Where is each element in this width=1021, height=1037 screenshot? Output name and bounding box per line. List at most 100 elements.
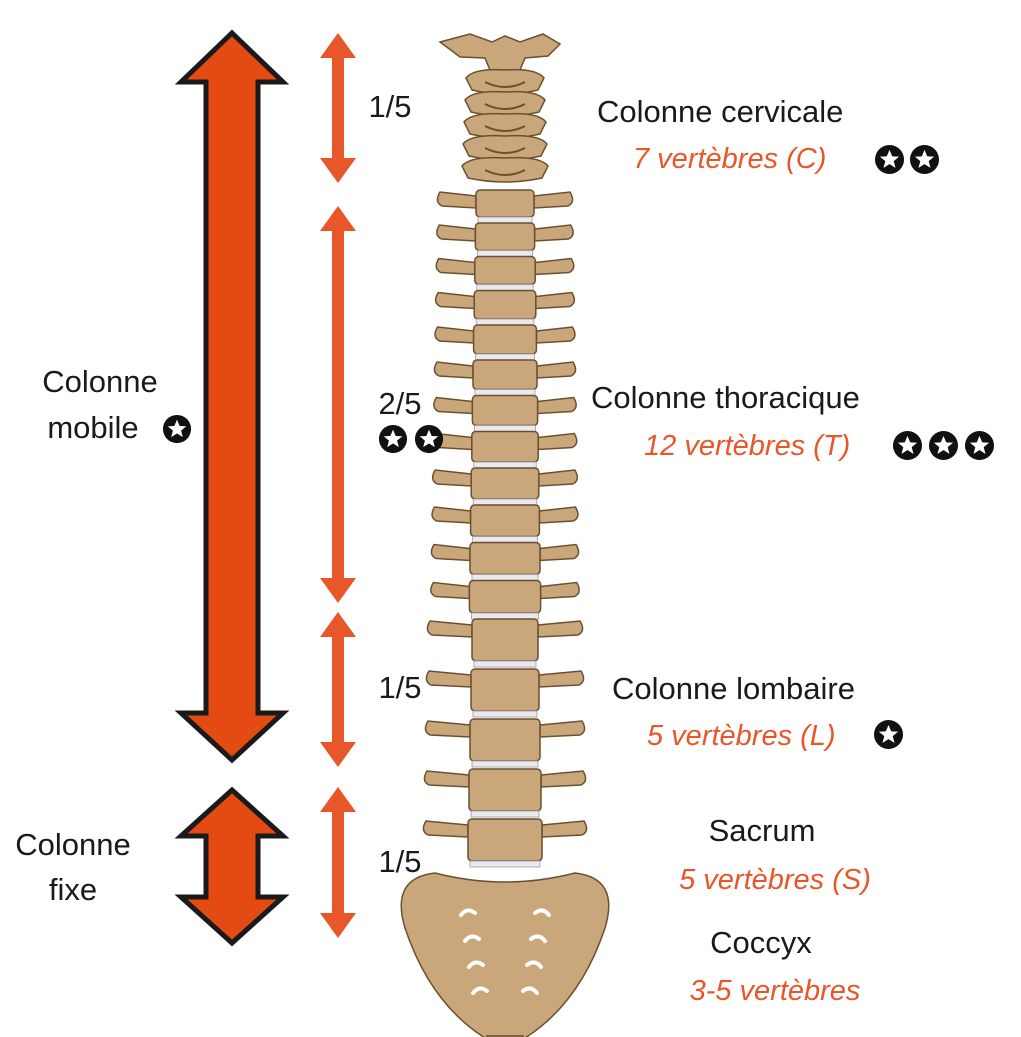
mobile-label-line2: mobile bbox=[47, 410, 138, 445]
thoracic-fraction: 2/5 bbox=[378, 386, 421, 421]
thoracic-transverse-process-right bbox=[538, 469, 579, 487]
thoracic-transverse-process-right bbox=[534, 257, 575, 276]
thoracic-transverse-process-left bbox=[430, 581, 471, 600]
cervical-vertebra bbox=[465, 68, 545, 95]
intervertebral-disc bbox=[473, 660, 537, 668]
lumbar-transverse-process-left bbox=[426, 620, 473, 638]
cervical-proportion-arrow bbox=[320, 33, 356, 183]
cervical-subtitle: 7 vertèbres (C) bbox=[633, 143, 826, 175]
intervertebral-disc bbox=[471, 574, 539, 581]
thoracic-vertebra bbox=[472, 324, 538, 355]
intervertebral-disc bbox=[470, 810, 540, 818]
lumbar-vertebra bbox=[471, 618, 539, 662]
sacrum bbox=[400, 872, 610, 1037]
intervertebral-disc bbox=[477, 216, 533, 224]
proportion-arrows bbox=[320, 33, 356, 938]
intervertebral-disc bbox=[470, 612, 539, 620]
intervertebral-disc bbox=[472, 710, 538, 718]
lumbar-subtitle: 5 vertèbres (L) bbox=[647, 720, 836, 752]
lumbar-transverse-process-right bbox=[541, 820, 588, 838]
mobile-spine-arrow bbox=[174, 29, 290, 764]
lumbar-transverse-process-right bbox=[538, 670, 585, 688]
thoracic-transverse-process-left bbox=[434, 326, 475, 344]
vertebra-edge bbox=[484, 103, 526, 110]
lumbar-transverse-process-right bbox=[540, 770, 587, 788]
sacrum-fraction: 1/5 bbox=[378, 844, 421, 879]
intervertebral-disc bbox=[476, 284, 534, 291]
sacral-foramen bbox=[533, 908, 551, 917]
lumbar-transverse-process-right bbox=[537, 620, 584, 638]
thoracic-vertebra bbox=[470, 467, 540, 500]
fixed-spine-arrow bbox=[174, 786, 290, 947]
cervical-vertebra bbox=[464, 90, 546, 117]
star-circle-icon bbox=[873, 719, 904, 750]
cervical-vertebra bbox=[463, 112, 547, 139]
thoracic-transverse-process-left bbox=[431, 469, 472, 487]
intervertebral-disc bbox=[475, 353, 535, 361]
cervical-title: Colonne cervicale bbox=[597, 94, 843, 129]
thoracic-vertebra bbox=[474, 222, 536, 252]
sacral-foramen bbox=[525, 960, 543, 969]
thoracic-proportion-arrow bbox=[320, 206, 356, 603]
lumbar-transverse-process-left bbox=[424, 720, 471, 738]
sacral-foramen bbox=[459, 908, 477, 917]
star-circle-icon bbox=[162, 414, 192, 444]
lumbar-transverse-process-left bbox=[422, 820, 469, 838]
thoracic-transverse-process-left bbox=[434, 291, 475, 310]
thoracic-title: Colonne thoracique bbox=[591, 380, 860, 415]
atlas-vertebra bbox=[438, 33, 562, 71]
intervertebral-disc bbox=[474, 389, 536, 396]
thoracic-transverse-process-right bbox=[536, 361, 577, 379]
lumbar-fraction: 1/5 bbox=[378, 670, 421, 705]
intervertebral-disc bbox=[472, 498, 538, 506]
mobile-label-line1: Colonne bbox=[42, 364, 157, 399]
vertebra-edge bbox=[484, 125, 526, 132]
lumbar-transverse-process-left bbox=[423, 770, 470, 788]
sacrum-title: Sacrum bbox=[709, 813, 816, 848]
thoracic-vertebra bbox=[473, 289, 537, 320]
lumbar-transverse-process-right bbox=[539, 720, 586, 738]
vertebra-edge bbox=[484, 81, 526, 88]
thoracic-vertebra bbox=[468, 579, 542, 614]
thoracic-vertebra bbox=[475, 189, 535, 218]
intervertebral-disc bbox=[473, 425, 536, 432]
thoracic-vertebra bbox=[471, 394, 539, 427]
thoracic-transverse-process-right bbox=[538, 506, 579, 524]
thoracic-transverse-process-right bbox=[535, 326, 576, 344]
thoracic-transverse-process-left bbox=[431, 506, 472, 524]
thoracic-vertebra bbox=[474, 255, 536, 286]
intervertebral-disc bbox=[473, 461, 537, 469]
sacral-foramen bbox=[529, 934, 547, 943]
intervertebral-disc bbox=[472, 536, 538, 543]
lumbar-vertebra bbox=[468, 768, 542, 812]
intervertebral-disc bbox=[476, 250, 533, 257]
lumbar-vertebra bbox=[469, 718, 541, 762]
lumbar-title: Colonne lombaire bbox=[612, 671, 855, 706]
thoracic-vertebra bbox=[472, 359, 538, 391]
star-circle-icon bbox=[378, 424, 408, 454]
sacral-foramen bbox=[471, 986, 489, 995]
thoracic-vertebra bbox=[471, 430, 539, 463]
star-circle-icon bbox=[874, 144, 905, 175]
thoracic-transverse-process-left bbox=[433, 396, 474, 415]
vertebra-edge bbox=[484, 147, 526, 154]
lumbar-transverse-process-left bbox=[425, 670, 472, 688]
cervical-fraction: 1/5 bbox=[368, 89, 411, 124]
thoracic-transverse-process-right bbox=[535, 291, 576, 310]
vertebra-edge bbox=[484, 169, 526, 176]
star-circle-icon bbox=[928, 430, 959, 461]
thoracic-transverse-process-right bbox=[536, 396, 577, 415]
thoracic-transverse-process-left bbox=[436, 191, 477, 209]
intervertebral-disc bbox=[475, 318, 535, 326]
lumbar-vertebra bbox=[467, 818, 543, 862]
thoracic-transverse-process-left bbox=[430, 543, 471, 562]
thoracic-transverse-process-left bbox=[433, 361, 474, 379]
thoracic-transverse-process-right bbox=[533, 224, 574, 242]
thoracic-subtitle: 12 vertèbres (T) bbox=[644, 430, 850, 462]
thoracic-vertebra bbox=[469, 504, 541, 538]
star-circle-icon bbox=[909, 144, 940, 175]
thoracic-vertebra bbox=[469, 541, 541, 576]
thoracic-transverse-process-left bbox=[436, 224, 477, 242]
thoracic-transverse-process-left bbox=[435, 257, 476, 276]
